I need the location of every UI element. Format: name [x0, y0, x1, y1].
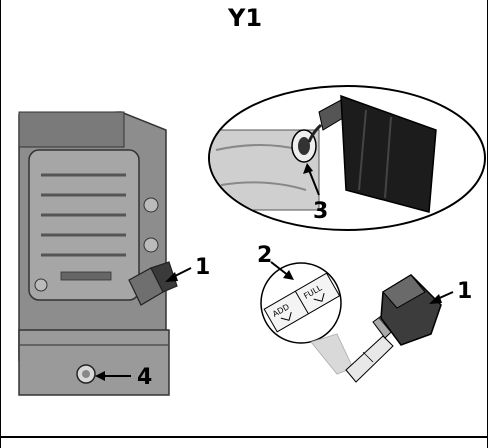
callout-drain-plug: 4 [137, 365, 152, 390]
dipstick-closeup [345, 274, 442, 383]
callout-dipstick-engine: 1 [195, 255, 210, 280]
fill-neck-inset [208, 85, 486, 231]
callout-gauge: 2 [257, 243, 272, 268]
figure-title: Y1 [227, 4, 263, 32]
dipstick-gauge-magnified: ADD FULL [260, 262, 354, 375]
callout-dipstick-closeup: 1 [457, 279, 472, 304]
oil-bottle [307, 94, 437, 213]
engine-dipstick [128, 261, 178, 306]
bottom-rule [1, 436, 488, 438]
callout-fill-neck: 3 [313, 199, 328, 224]
drain-plug [76, 364, 96, 384]
engine-illustration [18, 111, 178, 396]
